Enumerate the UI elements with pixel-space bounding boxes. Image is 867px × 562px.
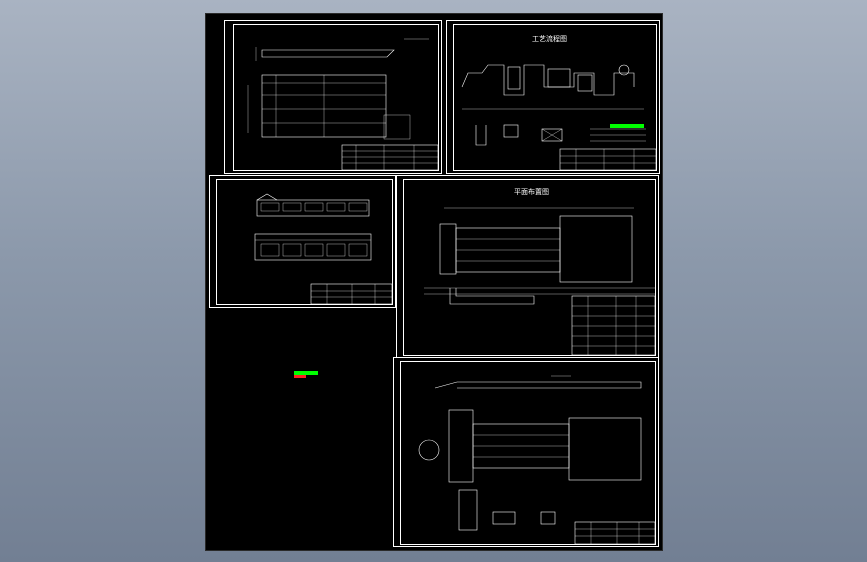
sheet-frame: 工艺流程图 (453, 24, 657, 171)
drawing-section-view (254, 193, 392, 304)
flow-line (461, 64, 635, 96)
title-block (574, 521, 655, 544)
sheet-frame (400, 361, 656, 545)
equipment-list-table (571, 295, 655, 355)
pipe-elevation-shape (434, 381, 642, 389)
plan-layout-title: 平面布置图 (514, 187, 549, 196)
roof-symbol (256, 193, 278, 201)
sheet-pipeline-plan[interactable] (393, 357, 659, 547)
inlet-structure (439, 223, 457, 275)
sheet-plan-layout[interactable]: 平面布置图 (396, 175, 659, 358)
clarifier-symbol (418, 439, 440, 461)
building-elevation (256, 199, 370, 217)
process-flow-title: 工艺流程图 (532, 34, 567, 43)
marker-dot (294, 375, 306, 378)
sheet-process-flow[interactable]: 工艺流程图 (446, 20, 660, 174)
pump-symbol (618, 64, 630, 76)
title-block (559, 148, 656, 170)
tank-symbol (475, 125, 487, 146)
highlight-mark (294, 371, 318, 375)
sheet-elevation-table[interactable] (224, 20, 442, 174)
title-block (341, 144, 438, 170)
sheet-section-view[interactable] (209, 175, 396, 308)
drawing-pipeline-plan (418, 375, 655, 544)
equipment-box (507, 66, 521, 90)
sheet-frame (233, 24, 439, 171)
highlight-mark (610, 124, 644, 128)
sheet-frame: 平面布置图 (403, 179, 656, 356)
title-block (310, 283, 392, 304)
drawing-elevation-table (247, 38, 438, 170)
pipe-route (449, 288, 535, 305)
pipe-elevation-shape (261, 49, 395, 58)
notes-block (383, 114, 411, 140)
drawing-plan-layout: 平面布置图 (424, 187, 655, 355)
drawing-canvas[interactable]: 工艺流程图 (205, 13, 663, 551)
sheet-frame (216, 179, 393, 305)
sludge-tank (458, 489, 478, 531)
marker-symbol[interactable] (292, 367, 322, 381)
drawing-process-flow: 工艺流程图 (461, 34, 656, 170)
building-section (254, 233, 372, 261)
inlet-structure (448, 409, 474, 483)
main-building (559, 215, 633, 283)
main-building (568, 417, 642, 481)
